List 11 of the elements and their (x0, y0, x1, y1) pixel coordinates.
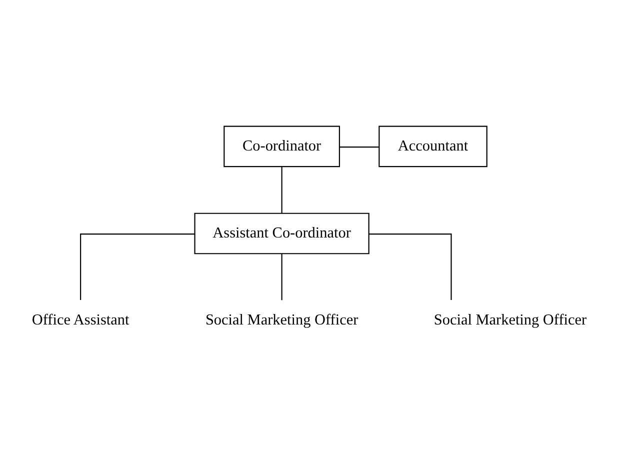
connector (281, 166, 282, 214)
node-text: Social Marketing Officer (434, 312, 587, 329)
connector (80, 234, 195, 300)
node-text: Social Marketing Officer (205, 312, 358, 329)
node-box: Accountant (378, 126, 488, 168)
connector (369, 234, 452, 300)
node-text: Office Assistant (32, 312, 130, 329)
node-box: Co-ordinator (224, 126, 340, 168)
connector (281, 254, 282, 300)
node-box: Assistant Co-ordinator (194, 212, 370, 254)
connector (340, 146, 379, 148)
